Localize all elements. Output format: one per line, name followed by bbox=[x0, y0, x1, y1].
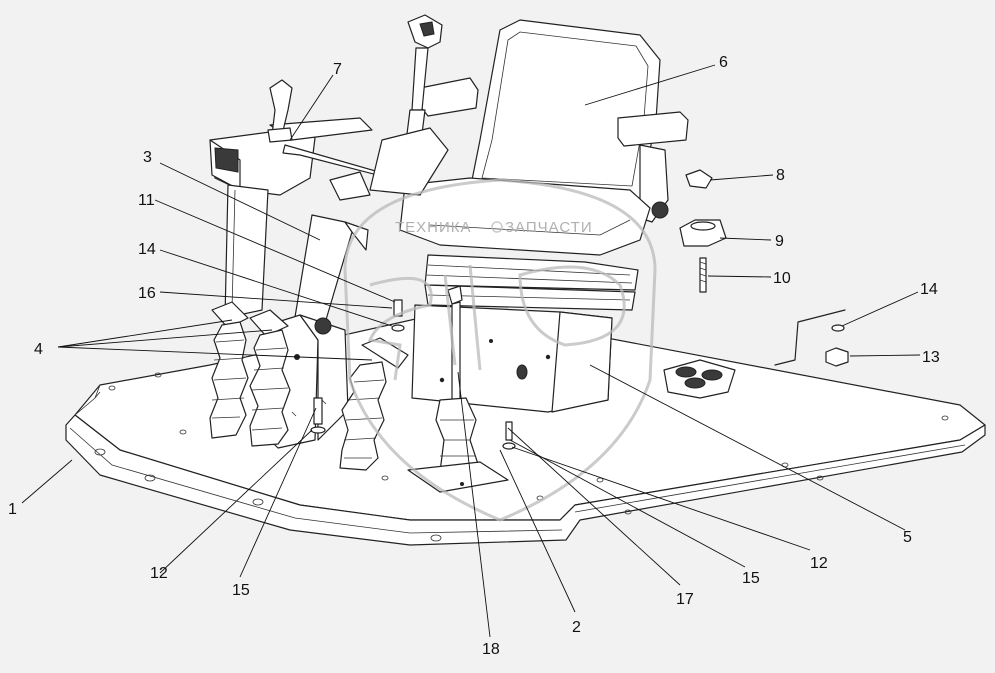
leader-lines bbox=[21, 64, 921, 638]
callout-16: 16 bbox=[138, 285, 156, 302]
pedals bbox=[209, 301, 409, 471]
callout-12-right: 12 bbox=[810, 555, 828, 572]
callout-4: 4 bbox=[34, 341, 43, 358]
loose-parts bbox=[391, 169, 849, 399]
watermark-brand-right: ЗАПЧАСТИ bbox=[505, 219, 593, 236]
callout-7: 7 bbox=[333, 61, 342, 78]
operator-seat bbox=[399, 19, 689, 413]
main-joystick bbox=[329, 14, 449, 201]
callout-14-left: 14 bbox=[138, 241, 156, 258]
callout-11: 11 bbox=[138, 192, 155, 209]
callout-12-left: 12 bbox=[150, 565, 168, 582]
callout-1: 1 bbox=[8, 501, 17, 518]
watermark-brand-left: ТЕХНИКА bbox=[395, 219, 472, 236]
callout-13: 13 bbox=[922, 349, 940, 366]
callout-6: 6 bbox=[719, 54, 728, 71]
callout-15-left: 15 bbox=[232, 582, 250, 599]
callout-17: 17 bbox=[676, 591, 694, 608]
callout-18: 18 bbox=[482, 641, 500, 658]
callout-9: 9 bbox=[775, 233, 784, 250]
callout-10: 10 bbox=[773, 270, 791, 287]
callout-8: 8 bbox=[776, 167, 785, 184]
callout-3: 3 bbox=[143, 149, 152, 166]
callout-2: 2 bbox=[572, 619, 581, 636]
callout-14-right: 14 bbox=[920, 281, 938, 298]
watermark: ТЕХНИКА ЗАПЧАСТИ bbox=[343, 178, 657, 522]
callout-5: 5 bbox=[903, 529, 912, 546]
callout-15-right: 15 bbox=[742, 570, 760, 587]
center-bolts bbox=[502, 421, 516, 450]
callouts: 1 2 3 4 5 6 7 8 9 10 11 12 12 13 14 14 1… bbox=[8, 54, 940, 658]
left-bolt bbox=[310, 397, 326, 434]
